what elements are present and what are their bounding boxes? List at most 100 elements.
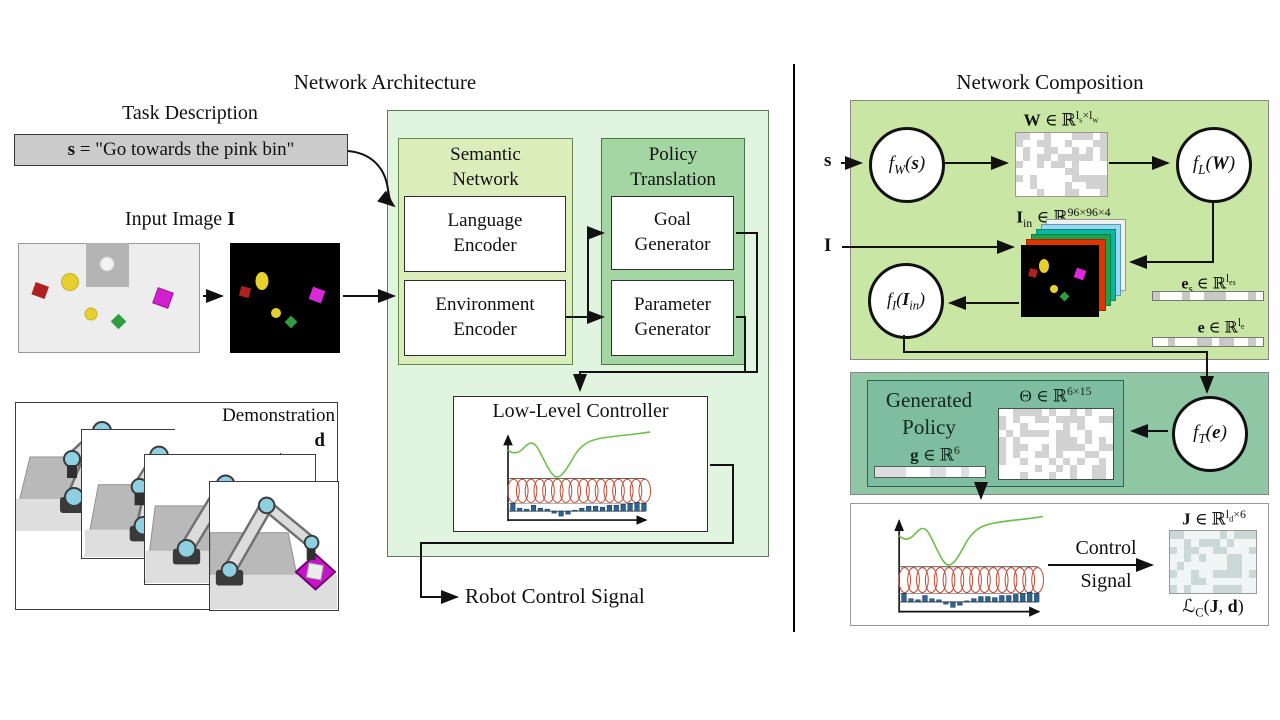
matrix-cell xyxy=(1153,338,1161,346)
matrix-cell xyxy=(1079,182,1086,189)
matrix-cell xyxy=(1219,338,1227,346)
matrix-cell xyxy=(1077,472,1085,479)
matrix-cell xyxy=(1056,458,1064,465)
matrix-cell xyxy=(1167,338,1175,346)
robot-arm-snapshot-4 xyxy=(210,496,337,609)
matrix-cell xyxy=(999,472,1007,479)
matrix-cell xyxy=(1084,451,1092,458)
matrix-cell xyxy=(1070,416,1078,423)
fi-node: fI(Iin) xyxy=(868,263,944,339)
matrix-cell xyxy=(1063,416,1071,423)
matrix-cell xyxy=(1093,133,1100,140)
matrix-cell xyxy=(1098,458,1106,465)
matrix-cell xyxy=(1160,292,1168,300)
matrix-cell xyxy=(1184,531,1192,539)
matrix-cell xyxy=(969,467,978,477)
matrix-cell xyxy=(1084,423,1092,430)
matrix-cell xyxy=(1006,472,1014,479)
matrix-cell xyxy=(1204,292,1212,300)
matrix-cell xyxy=(1063,472,1071,479)
matrix-cell xyxy=(1051,168,1058,175)
matrix-cell xyxy=(1037,140,1044,147)
matrix-cell xyxy=(1079,147,1086,154)
matrix-cell xyxy=(1191,577,1199,586)
matrix-cell xyxy=(1248,338,1256,346)
matrix-cell xyxy=(1177,569,1185,578)
policy-translation-box: Policy Translation Goal Generator Parame… xyxy=(601,138,745,365)
matrix-cell xyxy=(1006,451,1014,458)
matrix-cell xyxy=(1037,175,1044,182)
matrix-cell xyxy=(1093,182,1100,189)
matrix-cell xyxy=(1058,182,1065,189)
matrix-cell xyxy=(1084,458,1092,465)
matrix-cell xyxy=(1041,465,1049,472)
matrix-cell xyxy=(1044,147,1051,154)
matrix-cell xyxy=(1170,538,1178,547)
matrix-cell xyxy=(1020,472,1028,479)
matrix-cell xyxy=(1041,416,1049,423)
matrix-cell xyxy=(1027,472,1035,479)
matrix-cell xyxy=(999,430,1007,437)
matrix-cell xyxy=(1205,538,1213,547)
matrix-cell xyxy=(1044,189,1051,196)
semantic-network-box: Semantic Network Language Encoder Enviro… xyxy=(398,138,573,365)
matrix-cell xyxy=(1204,338,1212,346)
matrix-cell xyxy=(1220,538,1228,547)
matrix-cell xyxy=(1016,175,1023,182)
parameter-generator-label: Parameter Generator xyxy=(633,294,711,340)
matrix-cell xyxy=(1211,292,1219,300)
matrix-cell xyxy=(1063,444,1071,451)
matrix-cell xyxy=(1100,133,1107,140)
matrix-cell xyxy=(1167,292,1175,300)
matrix-cell xyxy=(1182,292,1190,300)
w-matrix-label: W ∈ ℝls×lw xyxy=(1023,108,1099,130)
matrix-cell xyxy=(1197,292,1205,300)
parameter-generator-box: Parameter Generator xyxy=(611,280,734,356)
matrix-cell xyxy=(1086,161,1093,168)
matrix-cell xyxy=(1226,338,1234,346)
matrix-cell xyxy=(1248,562,1256,570)
matrix-cell xyxy=(1105,472,1113,479)
matrix-cell xyxy=(1234,538,1242,547)
demonstration-panel: Demonstration d xyxy=(15,402,339,611)
matrix-cell xyxy=(1034,409,1042,416)
matrix-cell xyxy=(1105,437,1113,444)
matrix-cell xyxy=(1027,451,1035,458)
matrix-cell xyxy=(1023,189,1030,196)
matrix-cell xyxy=(1051,175,1058,182)
matrix-cell xyxy=(1248,577,1256,586)
matrix-cell xyxy=(1044,133,1051,140)
matrix-cell xyxy=(1233,292,1241,300)
matrix-cell xyxy=(1105,430,1113,437)
matrix-cell xyxy=(1016,154,1023,161)
matrix-cell xyxy=(1020,465,1028,472)
matrix-cell xyxy=(1198,531,1206,539)
matrix-cell xyxy=(1079,189,1086,196)
matrix-cell xyxy=(1063,409,1071,416)
matrix-cell xyxy=(1241,554,1249,562)
matrix-cell xyxy=(1034,430,1042,437)
matrix-cell xyxy=(1048,430,1056,437)
matrix-cell xyxy=(1248,554,1256,562)
matrix-cell xyxy=(1105,451,1113,458)
task-description-heading: Task Description xyxy=(122,102,258,124)
matrix-cell xyxy=(1234,531,1242,539)
matrix-cell xyxy=(1023,140,1030,147)
matrix-cell xyxy=(1023,161,1030,168)
section-divider xyxy=(793,64,795,632)
matrix-cell xyxy=(1248,585,1256,593)
matrix-cell xyxy=(1234,577,1242,586)
matrix-cell xyxy=(1086,133,1093,140)
matrix-cell xyxy=(1234,569,1242,578)
matrix-cell xyxy=(1048,451,1056,458)
matrix-cell xyxy=(1100,168,1107,175)
matrix-cell xyxy=(1041,444,1049,451)
matrix-cell xyxy=(1016,147,1023,154)
matrix-cell xyxy=(1013,465,1021,472)
matrix-cell xyxy=(1077,465,1085,472)
matrix-cell xyxy=(1063,458,1071,465)
matrix-cell xyxy=(1198,546,1206,555)
matrix-cell xyxy=(906,467,915,477)
matrix-cell xyxy=(1227,569,1235,578)
matrix-cell xyxy=(1020,409,1028,416)
